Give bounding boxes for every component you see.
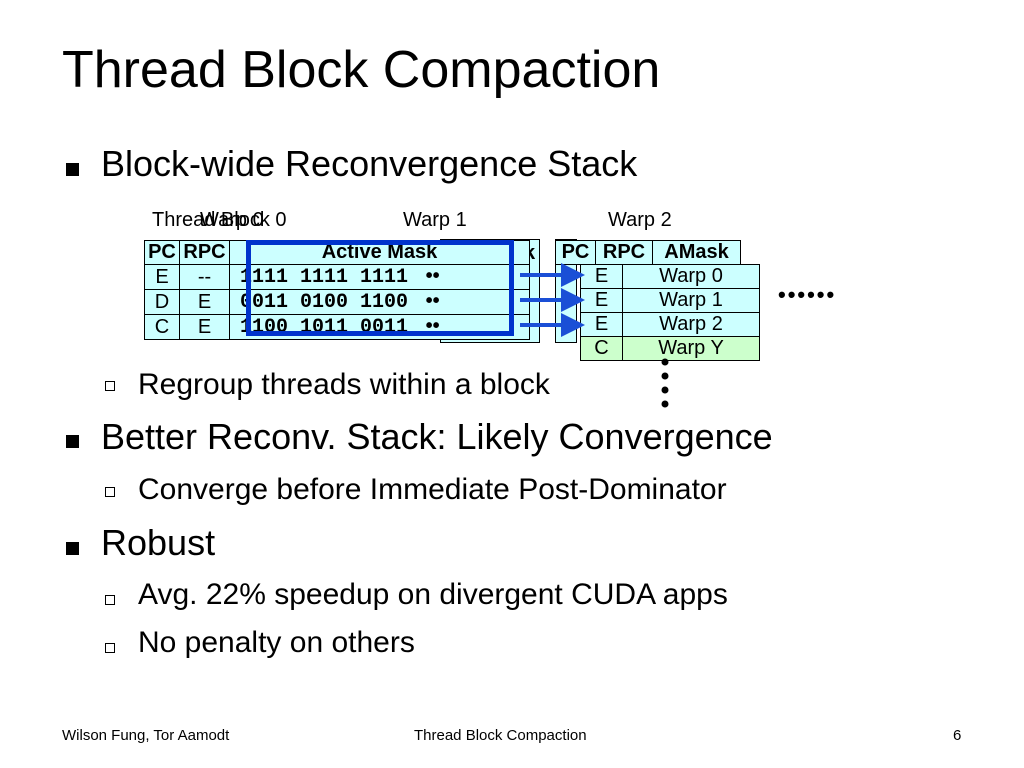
col-header-rpc: RPC [179,240,230,265]
sub-bullet-square-icon [105,643,115,653]
sub-bullet-square-icon [105,595,115,605]
pc-cell: E [580,312,623,337]
rpc-cell: -- [179,264,230,290]
col-header-rpc: RPC [595,240,653,265]
pc-cell: E [580,264,623,289]
pc-cell: C [144,314,180,340]
vertical-dot [661,372,669,380]
vertical-dot [661,386,669,394]
warp-cell: Warp 1 [622,288,760,313]
mask-cell: 1111 1111 1111 •• [229,264,530,290]
bullet-text: Block-wide Reconvergence Stack [101,143,638,184]
warp-cell: Warp 2 [622,312,760,337]
pc-cell: C [580,336,623,361]
sub-bullet-text: No penalty on others [138,626,415,659]
pc-cell: D [144,289,180,315]
row-ellipsis: •• [425,290,440,313]
bullet-text: Robust [101,522,216,563]
rpc-cell: E [179,289,230,315]
col-header-pc: PC [555,240,596,265]
slide-title: Thread Block Compaction [62,41,661,99]
active-mask-highlight [246,240,514,336]
footer-title: Thread Block Compaction [414,727,587,744]
bullet-square-icon [66,163,79,176]
warp-cell: Warp 0 [622,264,760,289]
mask-value: 1111 1111 1111 [240,266,409,289]
warp0-label: Warp 0 [200,209,264,231]
warp-cell: Warp Y [622,336,760,361]
footer-authors: Wilson Fung, Tor Aamodt [62,727,230,744]
pc-cell: E [144,264,180,290]
table-row: E Warp 0 [580,264,760,289]
sub-bullet-text: Converge before Immediate Post-Dominator [138,473,727,506]
warp2-label: Warp 2 [608,209,672,231]
warp1-label: Warp 1 [403,209,467,231]
table-row: D E 0011 0100 1100 •• [144,289,530,315]
table-row: E Warp 2 [580,312,760,337]
warp-table: PC RPC AMask [555,240,741,265]
bullet-text: Better Reconv. Stack: Likely Convergence [101,416,773,457]
row-ellipsis: •• [425,265,440,288]
pc-cell: E [580,288,623,313]
table-row: E -- 1111 1111 1111 •• [144,264,530,290]
vertical-dot [661,400,669,408]
sub-bullet-text: Regroup threads within a block [138,368,550,401]
table-row: E Warp 1 [580,288,760,313]
warp-list-table: E Warp 0 E Warp 1 E Warp 2 C Warp Y [580,264,760,361]
table-row: C Warp Y [580,336,760,361]
bullet-square-icon [66,542,79,555]
thread-block-label: Thread Block 0 [152,209,287,231]
col-header-amask: AMask [652,240,741,265]
col-header-pc: PC [144,240,180,265]
sub-bullet-square-icon [105,487,115,497]
page-number: 6 [953,727,962,744]
sub-bullet-square-icon [105,381,115,391]
mask-value: 0011 0100 1100 [240,291,409,314]
rpc-cell: E [179,314,230,340]
bullet-square-icon [66,435,79,448]
horizontal-ellipsis: •••••• [778,282,837,307]
sub-bullet-text: Avg. 22% speedup on divergent CUDA apps [138,578,728,611]
mask-cell: 0011 0100 1100 •• [229,289,530,315]
